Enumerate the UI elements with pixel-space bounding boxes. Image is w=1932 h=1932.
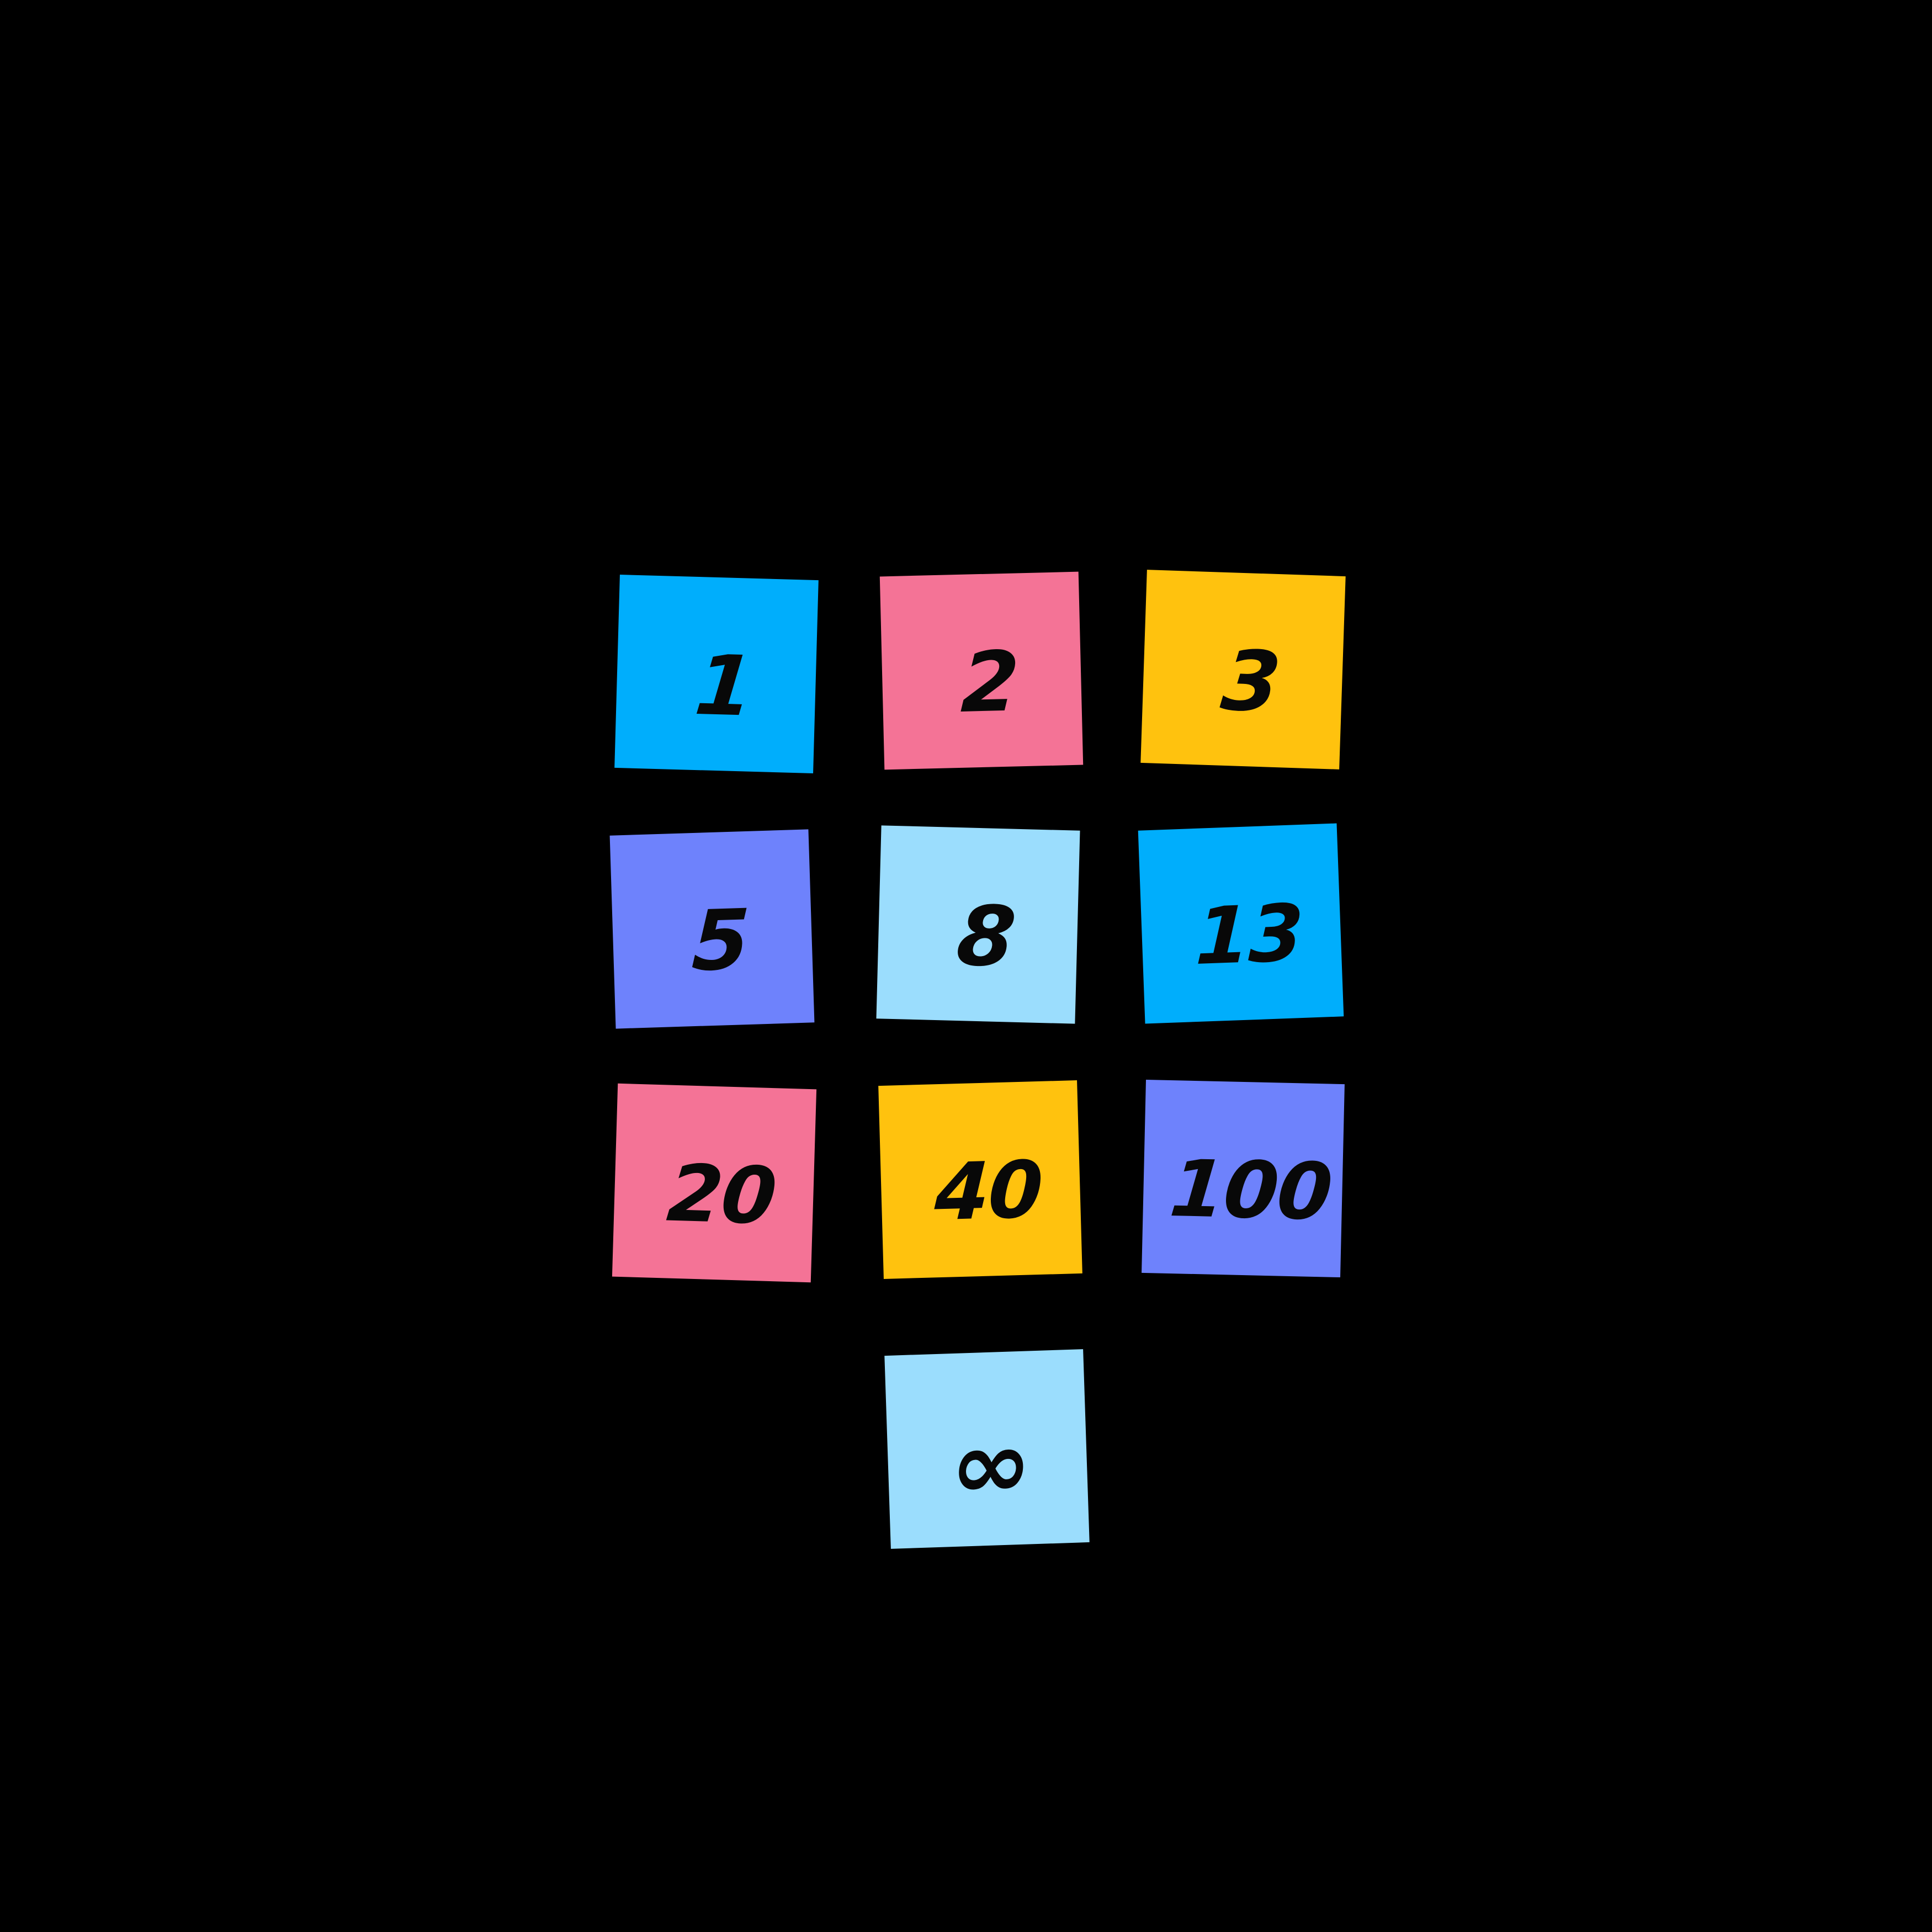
card-value-label: 5 [690,891,751,990]
estimation-card-infinity[interactable]: ∞ [884,1349,1090,1549]
estimation-card-20[interactable]: 20 [612,1083,817,1283]
card-value-label: 3 [1217,633,1284,731]
card-value-label: 8 [952,888,1018,986]
card-value-label: 20 [664,1148,780,1243]
estimation-card-100[interactable]: 100 [1142,1079,1345,1278]
estimation-card-40[interactable]: 40 [878,1080,1082,1279]
estimation-card-8[interactable]: 8 [876,825,1080,1024]
card-value-label: ∞ [946,1409,1036,1522]
estimation-card-5[interactable]: 5 [609,829,815,1029]
estimation-card-2[interactable]: 2 [879,571,1084,770]
card-value-label: 13 [1194,887,1304,983]
estimation-card-13[interactable]: 13 [1138,823,1344,1024]
card-value-label: 100 [1166,1143,1335,1238]
card-value-label: 40 [933,1144,1044,1239]
card-value-label: 1 [691,638,757,735]
card-value-label: 2 [959,634,1020,732]
estimation-card-1[interactable]: 1 [614,575,819,773]
estimation-card-3[interactable]: 3 [1140,570,1346,769]
